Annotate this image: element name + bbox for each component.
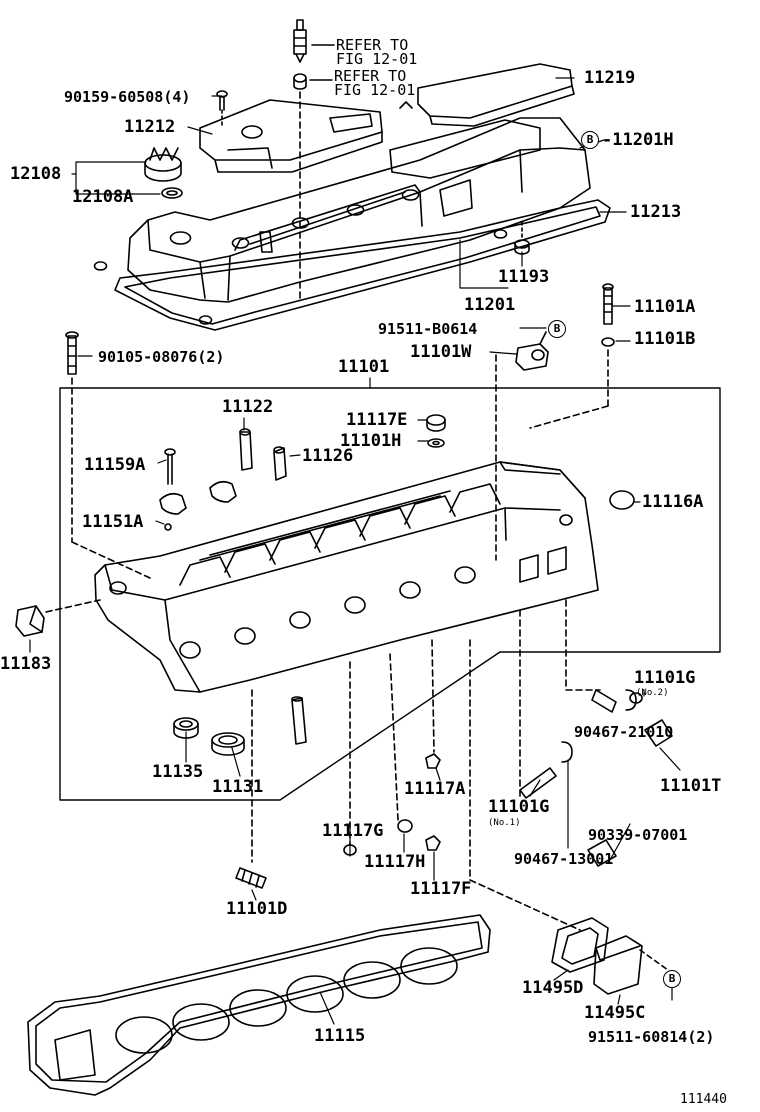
part-label-90339-07001: 90339-07001 bbox=[588, 826, 688, 844]
part-label-11126: 11126 bbox=[302, 446, 354, 466]
refer-note-1-line1: REFER TO bbox=[336, 36, 409, 54]
refer-note-2-line2: FIG 12-01 bbox=[334, 81, 416, 99]
part-label-11131: 11131 bbox=[212, 777, 264, 797]
part-label-11151A: 11151A bbox=[82, 512, 144, 532]
cylinder-head-outline-box bbox=[59, 387, 721, 801]
union-fitting bbox=[495, 331, 549, 561]
part-label-11193: 11193 bbox=[498, 267, 550, 287]
part-label-91511-B0614: 91511-B0614 bbox=[378, 320, 478, 338]
spark-plug-reference bbox=[293, 19, 335, 301]
ignition-coil-cover bbox=[199, 99, 383, 173]
part-note-no1: (No.1) bbox=[488, 818, 521, 828]
part-label-11115: 11115 bbox=[314, 1026, 366, 1046]
part-label-11101D: 11101D bbox=[226, 899, 288, 919]
part-label-11101T: 11101T bbox=[660, 776, 722, 796]
part-label-12108A: 12108A bbox=[72, 187, 134, 207]
part-label-90105: 90105-08076(2) bbox=[98, 348, 225, 366]
leader-lines bbox=[29, 77, 681, 1025]
part-label-12108: 12108 bbox=[10, 164, 62, 184]
cover-screw bbox=[216, 90, 228, 129]
part-label-11101B: 11101B bbox=[634, 329, 696, 349]
part-label-11101H: 11101H bbox=[340, 431, 402, 451]
cover-plate bbox=[399, 63, 575, 127]
part-label-11117G: 11117G bbox=[322, 821, 384, 841]
part-label-11135: 11135 bbox=[152, 762, 204, 782]
part-label-90467-21010: 90467-21010 bbox=[574, 723, 674, 741]
part-label-90159: 90159-60508(4) bbox=[64, 88, 191, 106]
refer-note-2-line1: REFER TO bbox=[334, 67, 407, 85]
part-label-11116A: 11116A bbox=[642, 492, 704, 512]
part-label-11122: 11122 bbox=[222, 397, 274, 417]
part-label-11101A: 11101A bbox=[634, 297, 696, 317]
part-label-11159A: 11159A bbox=[84, 455, 146, 475]
refer-note-1-line2: FIG 12-01 bbox=[336, 50, 418, 68]
bolt-marker-b: B bbox=[581, 131, 599, 149]
bolt-marker-b: B bbox=[663, 970, 681, 988]
stud-bolt bbox=[529, 283, 615, 429]
small-parts-cluster bbox=[159, 414, 635, 531]
lower-fittings bbox=[235, 599, 673, 931]
part-label-11219: 11219 bbox=[584, 68, 636, 88]
part-label-11101G-no1: 11101G bbox=[488, 797, 550, 817]
cylinder-head-gasket bbox=[27, 914, 491, 1096]
part-label-11117E: 11117E bbox=[346, 410, 408, 430]
part-label-11213: 11213 bbox=[630, 202, 682, 222]
part-label-11495D: 11495D bbox=[522, 978, 584, 998]
cylinder-head bbox=[94, 461, 599, 693]
oil-filler-cap bbox=[144, 147, 183, 199]
head-plug bbox=[15, 599, 101, 637]
part-label-11201: 11201 bbox=[464, 295, 516, 315]
part-label-91511-60814: 91511-60814(2) bbox=[588, 1028, 715, 1046]
part-label-11117F: 11117F bbox=[410, 879, 472, 899]
cover-plate-gasket bbox=[551, 917, 669, 995]
figure-code: 111440 bbox=[680, 1092, 727, 1107]
part-label-11183: 11183 bbox=[0, 654, 52, 674]
part-label-90467-13001: 90467-13001 bbox=[514, 850, 614, 868]
oil-seals bbox=[173, 696, 307, 756]
part-label-11117H: 11117H bbox=[364, 852, 426, 872]
bolt-marker-b: B bbox=[548, 320, 566, 338]
part-label-11495C: 11495C bbox=[584, 1003, 646, 1023]
cylinder-head-bolt bbox=[65, 331, 151, 579]
part-label-11117A: 11117A bbox=[404, 779, 466, 799]
part-label-11212: 11212 bbox=[124, 117, 176, 137]
part-label-11101: 11101 bbox=[338, 357, 390, 377]
cylinder-head-cover bbox=[93, 117, 611, 331]
part-note-no2: (No.2) bbox=[636, 688, 669, 698]
part-label-11101G-no2: 11101G bbox=[634, 668, 696, 688]
part-label-11101W: 11101W bbox=[410, 342, 472, 362]
part-label-11201H: -11201H bbox=[602, 130, 674, 150]
